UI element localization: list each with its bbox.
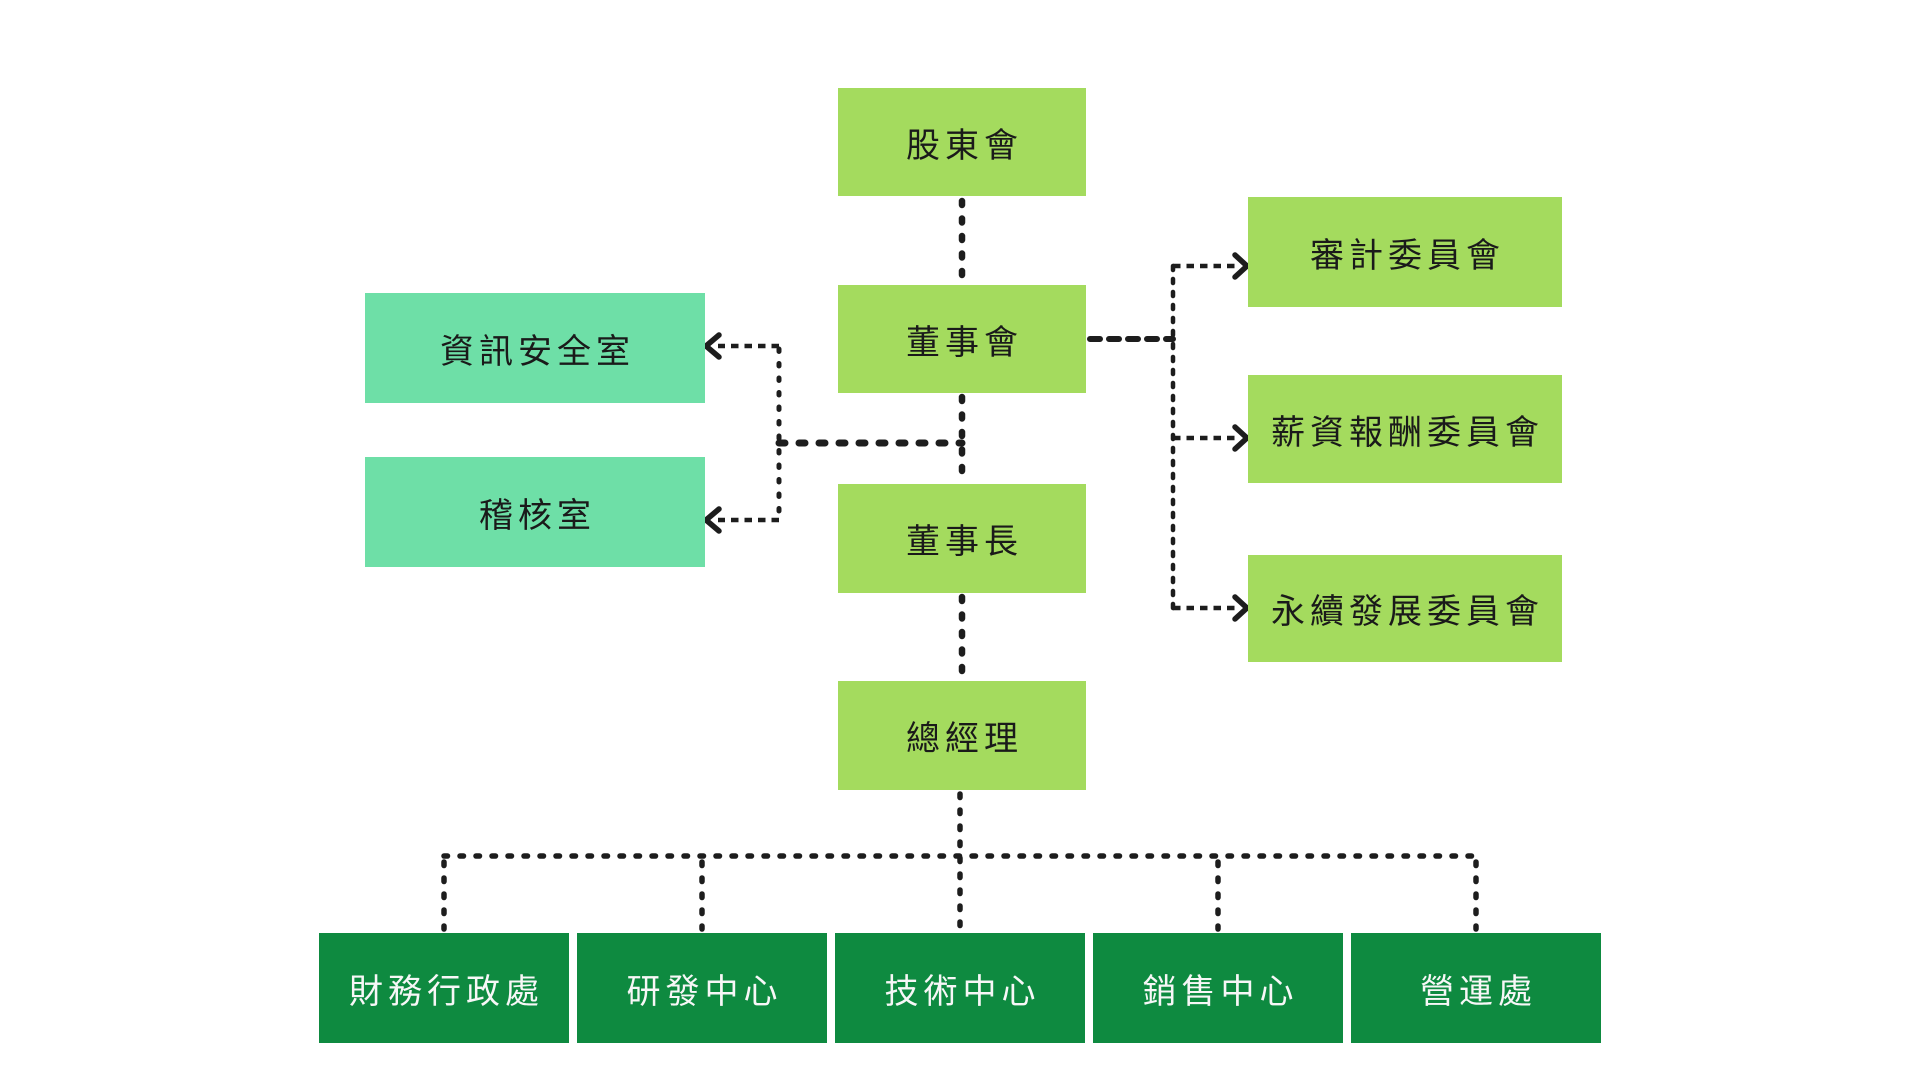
node-board-label: 董事會 xyxy=(906,323,1023,362)
node-technology-center: 技術中心 xyxy=(835,933,1085,1043)
arrowhead-auditoffice xyxy=(703,506,722,534)
node-rd-center-label: 研發中心 xyxy=(626,972,783,1011)
node-operations-division-label: 營運處 xyxy=(1420,972,1537,1011)
node-technology-center-label: 技術中心 xyxy=(884,972,1041,1011)
arrowhead-auditcom xyxy=(1232,252,1250,280)
node-shareholders: 股東會 xyxy=(838,88,1086,196)
arrowhead-infosec xyxy=(703,332,722,360)
node-audit-office: 稽核室 xyxy=(365,457,705,567)
node-audit-committee: 審計委員會 xyxy=(1248,197,1562,307)
node-audit-committee-label: 審計委員會 xyxy=(1310,236,1505,275)
node-sustainability-committee: 永續發展委員會 xyxy=(1248,555,1562,662)
arrowhead-compcom xyxy=(1232,424,1250,452)
node-general-manager-label: 總經理 xyxy=(906,720,1023,758)
node-operations-division: 營運處 xyxy=(1351,933,1601,1043)
node-sustainability-committee-label: 永續發展委員會 xyxy=(1271,593,1544,631)
node-board: 董事會 xyxy=(838,285,1086,393)
node-finance-admin-division: 財務行政處 xyxy=(319,933,569,1043)
node-chairman-label: 董事長 xyxy=(906,523,1023,561)
node-compensation-committee-label: 薪資報酬委員會 xyxy=(1271,413,1544,452)
node-info-security-office-label: 資訊安全室 xyxy=(440,332,635,371)
node-compensation-committee: 薪資報酬委員會 xyxy=(1248,375,1562,483)
node-finance-admin-division-label: 財務行政處 xyxy=(349,972,544,1011)
node-sales-center-label: 銷售中心 xyxy=(1142,972,1299,1011)
node-audit-office-label: 稽核室 xyxy=(479,496,596,535)
node-general-manager: 總經理 xyxy=(838,681,1086,790)
node-chairman: 董事長 xyxy=(838,484,1086,593)
node-info-security-office: 資訊安全室 xyxy=(365,293,705,403)
arrowhead-suscom xyxy=(1232,594,1250,622)
node-sales-center: 銷售中心 xyxy=(1093,933,1343,1043)
node-shareholders-label: 股東會 xyxy=(906,126,1023,165)
node-rd-center: 研發中心 xyxy=(577,933,827,1043)
